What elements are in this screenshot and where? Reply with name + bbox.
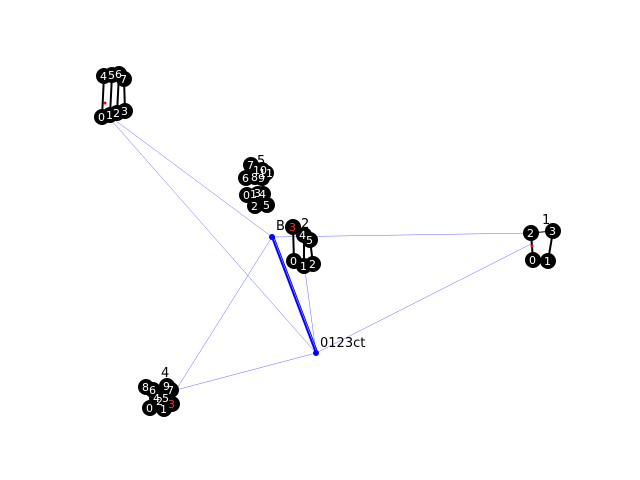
hub-b-label: B [276,219,285,234]
node-label: 5 [108,69,115,82]
cluster-2: 2 3 4 5 0 1 2 [285,217,321,274]
node-label: 3 [289,221,296,234]
hub-b: B [269,219,285,240]
node-label: 0 [98,111,105,124]
node [117,103,133,119]
cluster-6: 4 5 6 7 0 1 2 3 [94,66,133,125]
node-label: 6 [115,68,122,81]
cluster2-title: 2 [301,217,309,232]
node-label: 4 [100,70,107,83]
node-label: 11 [259,167,273,180]
node-label: 2 [251,200,258,213]
cluster1-title: 1 [542,213,550,228]
inter-cluster-edges [103,111,534,391]
node-label: 8 [142,381,149,394]
cluster1-marker [530,244,534,248]
node-label: 4 [153,392,160,405]
node [523,225,539,241]
node-label: 2 [156,395,163,408]
node-label: 9 [258,172,265,185]
node-label: 5 [162,392,169,405]
node [116,71,132,87]
node [164,396,180,412]
node [285,219,301,235]
node-label: 3 [121,105,128,118]
node [247,198,263,214]
node-label: 9 [163,380,170,393]
edge-hubB-cluster4 [175,236,273,391]
node-label: 1 [544,255,551,268]
node [254,170,270,186]
node [142,400,158,416]
cluster5-title: 5 [257,154,265,169]
node-label: 0 [290,255,297,268]
node [302,232,318,248]
node-label: 4 [259,188,266,201]
node-label: 0 [146,402,153,415]
cluster6-marker [103,101,107,105]
node-label: 3 [549,225,556,238]
node-label: 0 [529,254,536,267]
cluster-5: 5 7 10 11 6 8 9 0 1 3 4 2 5 [238,154,275,214]
cluster-4: 4 8 6 9 7 4 5 0 1 3 2 [138,366,180,417]
node-label: 7 [167,384,174,397]
edge-hubB-cluster6 [103,111,273,238]
node-label: 1 [106,109,113,122]
node-label: 3 [168,398,175,411]
hub-b-node [269,234,275,240]
node-label: 3 [254,187,261,200]
edge-hub-cluster4 [175,352,317,391]
node-label: 2 [527,227,534,240]
cluster4-title: 4 [161,366,169,381]
node-label: 7 [247,159,254,172]
cluster-1: 1 2 3 0 1 [523,213,561,269]
central-hub: 0123ct [313,336,365,356]
node-label: 1 [250,188,257,201]
node-label: 0 [243,189,250,202]
node [259,197,275,213]
node-label: 2 [113,107,120,120]
node [525,252,541,268]
node [305,256,321,272]
node-label: 2 [309,258,316,271]
node-label: 1 [300,260,307,273]
node-label: 10 [253,164,267,177]
hub-connector [271,236,319,354]
node-label: 6 [149,384,156,397]
node-label: 8 [251,171,258,184]
central-hub-label: 0123ct [320,336,365,351]
central-hub-node [313,350,319,356]
edge-hub-cluster1 [315,242,534,354]
node-label: 5 [306,234,313,247]
node-label: 1 [160,403,167,416]
node [540,253,556,269]
edge-hub-cluster6 [103,111,317,354]
node-label: 5 [263,199,270,212]
node [545,223,561,239]
node-label: 4 [299,229,306,242]
node-label: 7 [120,73,127,86]
node-label: 6 [242,172,249,185]
